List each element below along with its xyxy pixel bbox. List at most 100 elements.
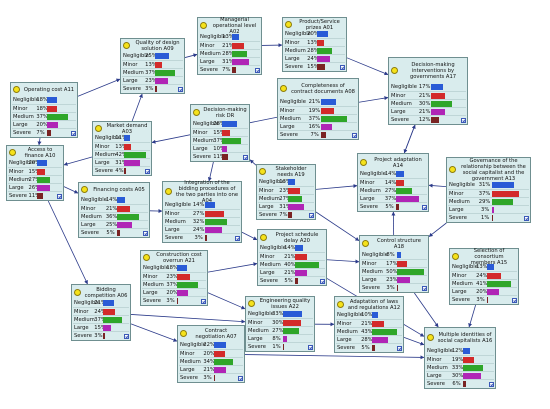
state-bar — [124, 152, 146, 158]
checkbox-icon[interactable] — [309, 213, 314, 218]
state-label: Negligible — [13, 97, 39, 103]
state-label: Medium — [143, 282, 164, 288]
state-bar — [431, 101, 452, 107]
node-title-text: Project adaptation A14 — [374, 156, 422, 169]
checkbox-icon[interactable] — [235, 236, 240, 241]
checkbox-icon[interactable] — [340, 65, 345, 70]
node-title-text: Access to finance A10 — [24, 147, 56, 159]
state-bar — [396, 285, 399, 291]
state-bar — [294, 254, 308, 260]
checkbox-icon[interactable] — [422, 205, 427, 210]
state-percent: 37% — [36, 114, 48, 120]
lightbulb-icon — [248, 300, 255, 307]
checkbox-icon[interactable] — [143, 231, 148, 236]
state-percent: 21% — [222, 43, 234, 49]
state-percent: 23% — [166, 274, 178, 280]
checkbox-icon[interactable] — [308, 345, 313, 350]
state-percent: 20% — [203, 351, 215, 357]
lightbulb-icon — [280, 85, 287, 92]
checkbox-icon[interactable] — [320, 279, 325, 284]
state-percent: 7% — [279, 212, 288, 218]
checkbox-icon[interactable] — [243, 155, 248, 160]
state-bar — [294, 262, 319, 268]
checkbox-icon[interactable] — [238, 376, 243, 381]
node-a16[interactable]: Multiple identities of social capitalist… — [424, 327, 496, 389]
node-a17[interactable]: Decision-making interventions by governm… — [388, 57, 468, 125]
state-label: Negligible — [337, 312, 363, 318]
checkbox-icon[interactable] — [422, 286, 427, 291]
checkbox-icon[interactable] — [57, 194, 62, 199]
checkbox-icon[interactable] — [461, 118, 466, 123]
state-percent: 28% — [222, 51, 234, 57]
lightbulb-icon — [13, 86, 20, 93]
checkbox-icon[interactable] — [255, 68, 260, 73]
checkbox-icon[interactable] — [524, 216, 529, 221]
node-a13[interactable]: Governance of the relationship between t… — [446, 157, 531, 223]
checkbox-icon[interactable] — [71, 131, 76, 136]
state-percent: 32% — [192, 219, 205, 225]
state-percent: 14% — [192, 202, 205, 208]
node-title-text: Financing costs A05 — [93, 187, 145, 193]
lightbulb-icon — [362, 240, 369, 247]
checkbox-icon[interactable] — [489, 382, 494, 387]
state-percent: 7% — [222, 67, 231, 73]
checkbox-icon[interactable] — [201, 299, 206, 304]
state-label: Medium — [180, 359, 201, 365]
checkbox-icon[interactable] — [352, 133, 357, 138]
state-bar — [222, 146, 228, 152]
state-label: Negligible — [362, 252, 388, 258]
state-percent: 28% — [213, 121, 225, 127]
checkbox-icon[interactable] — [397, 346, 402, 351]
checkbox-icon[interactable] — [512, 298, 517, 303]
node-title: Project adaptation A14 — [358, 154, 428, 171]
checkbox-icon[interactable] — [124, 334, 129, 339]
node-a04[interactable]: Integration of the bidding procedures of… — [162, 180, 242, 243]
state-percent: 25% — [145, 53, 157, 59]
checkbox-icon[interactable] — [145, 169, 150, 174]
node-title-text: Product/Service prizes A01 — [299, 18, 340, 31]
state-percent: 3% — [166, 298, 175, 304]
state-percent: 5% — [385, 204, 394, 210]
checkbox-icon[interactable] — [178, 87, 183, 92]
edge-dr-a04 — [207, 161, 214, 182]
state-bar — [116, 197, 126, 203]
edge-a06-a07 — [130, 323, 178, 342]
node-title: Completeness of contract documents A08 — [278, 79, 358, 99]
state-percent: 37% — [145, 70, 157, 76]
edge-a14-a17 — [403, 124, 416, 154]
state-bar — [231, 34, 240, 40]
state-label: Large — [81, 222, 96, 228]
state-label: Minor — [165, 211, 180, 217]
